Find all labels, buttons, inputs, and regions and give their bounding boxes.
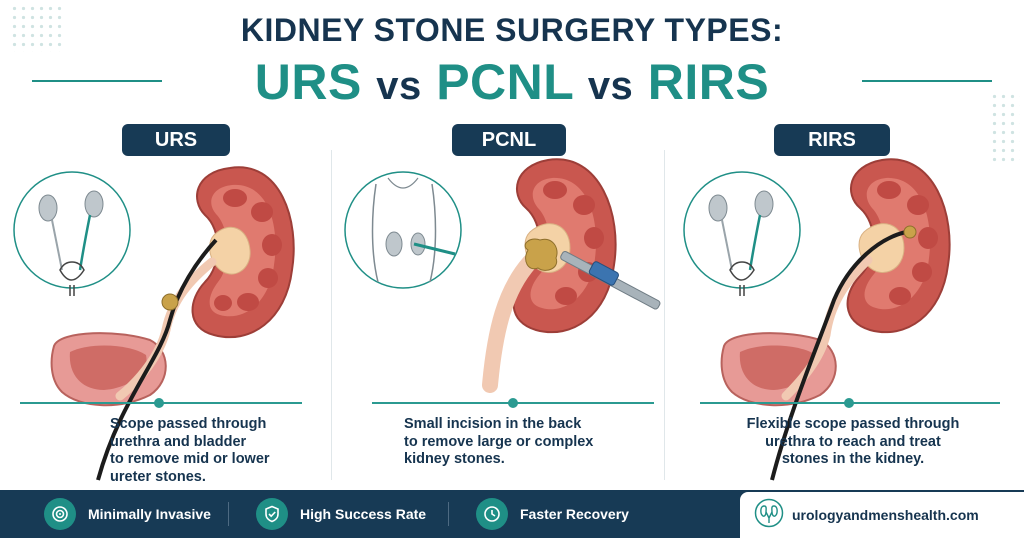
badge-rirs: RIRS — [774, 124, 890, 156]
column-divider — [331, 150, 332, 480]
description-line: Flexible scope passed through — [746, 416, 960, 432]
description-line: urethra and bladder — [110, 433, 247, 450]
decorative-dots — [10, 4, 66, 52]
footer-divider — [228, 502, 229, 526]
kidney-logo-icon — [754, 498, 784, 533]
description-line: Scope passed through — [110, 416, 267, 432]
stone-icon — [524, 238, 558, 271]
pcnl-illustration — [344, 158, 661, 393]
column-divider — [664, 150, 665, 480]
feature-label: Faster Recovery — [520, 506, 629, 522]
description-line: Small incision in the back — [404, 416, 582, 432]
description-line: to remove large or complex — [404, 433, 594, 450]
urs-kidney — [191, 166, 295, 339]
pcnl-kidney — [512, 158, 617, 334]
separator-dot — [508, 398, 518, 408]
description-line: to remove mid or lower — [110, 451, 270, 467]
badge-urs: URS — [122, 124, 230, 156]
rirs-illustration — [683, 158, 951, 481]
badge-pcnl: PCNL — [452, 124, 566, 156]
title-pcnl: PCNL — [436, 54, 574, 110]
urs-description: Scope passed through urethra and bladder… — [110, 416, 270, 486]
title-line-2: URS vs PCNL vs RIRS — [0, 52, 1024, 116]
description-line: stones in the kidney. — [781, 451, 925, 467]
stone-icon — [903, 225, 917, 239]
brand-url[interactable]: urologyandmenshealth.com — [792, 507, 979, 523]
urs-illustration — [13, 166, 295, 481]
feature-label: Minimally Invasive — [88, 506, 211, 522]
clock-icon — [476, 498, 508, 530]
title-rule-left — [32, 80, 162, 82]
footer-divider — [448, 502, 449, 526]
rirs-inset-diagram — [683, 171, 801, 296]
description-line: urethra to reach and treat — [765, 433, 941, 450]
title-urs: URS — [254, 54, 362, 110]
title-rirs: RIRS — [647, 54, 770, 110]
rirs-description: Flexible scope passed through urethra to… — [720, 416, 986, 469]
nephroscope-icon — [560, 251, 661, 310]
feature-minimally-invasive: Minimally Invasive — [44, 490, 211, 538]
title-vs: vs — [376, 64, 422, 108]
stone-icon — [161, 293, 179, 311]
title-rule-right — [862, 80, 992, 82]
pcnl-inset-diagram — [344, 171, 462, 289]
rirs-kidney — [846, 158, 951, 334]
feature-label: High Success Rate — [300, 506, 427, 522]
brand-badge[interactable]: urologyandmenshealth.com — [740, 492, 1024, 538]
feature-high-success-rate: High Success Rate — [256, 490, 426, 538]
title-vs: vs — [587, 64, 634, 108]
separator-dot — [154, 398, 164, 408]
target-icon — [44, 498, 76, 530]
separator-dot — [844, 398, 854, 408]
title-line-1: KIDNEY STONE SURGERY TYPES: — [240, 12, 784, 48]
shield-check-icon — [256, 498, 288, 530]
pcnl-description: Small incision in the back to remove lar… — [404, 416, 593, 469]
feature-faster-recovery: Faster Recovery — [476, 490, 629, 538]
description-line: ureter stones. — [110, 468, 206, 485]
rirs-bladder — [720, 332, 837, 407]
decorative-dots — [990, 92, 1020, 164]
description-line: kidney stones. — [404, 451, 505, 467]
urs-inset-diagram — [13, 171, 131, 296]
